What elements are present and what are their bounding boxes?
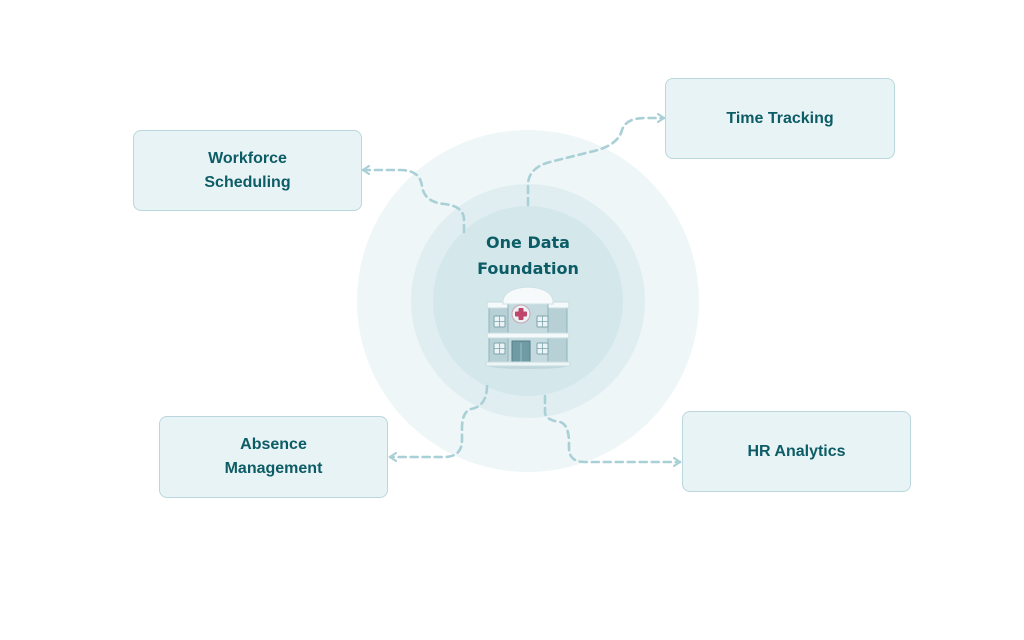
connector-workforce-scheduling <box>361 170 466 234</box>
hospital-icon <box>485 286 571 369</box>
hub-title: One Data Foundation <box>477 233 579 278</box>
connector-time-tracking <box>526 118 666 207</box>
time-tracking-card[interactable]: Time Tracking <box>665 78 895 159</box>
connector-hr-analytics <box>543 394 682 462</box>
time-tracking-label: Time Tracking <box>726 109 834 127</box>
absence-management-label: Absence Management <box>224 436 323 477</box>
workforce-scheduling-card[interactable]: Workforce Scheduling <box>133 130 362 211</box>
hr-analytics-card[interactable]: HR Analytics <box>682 411 911 492</box>
connector-absence-management <box>388 384 489 457</box>
absence-management-card[interactable]: Absence Management <box>159 416 388 498</box>
workforce-scheduling-label: Workforce Scheduling <box>204 149 291 191</box>
hr-analytics-label: HR Analytics <box>747 442 846 460</box>
